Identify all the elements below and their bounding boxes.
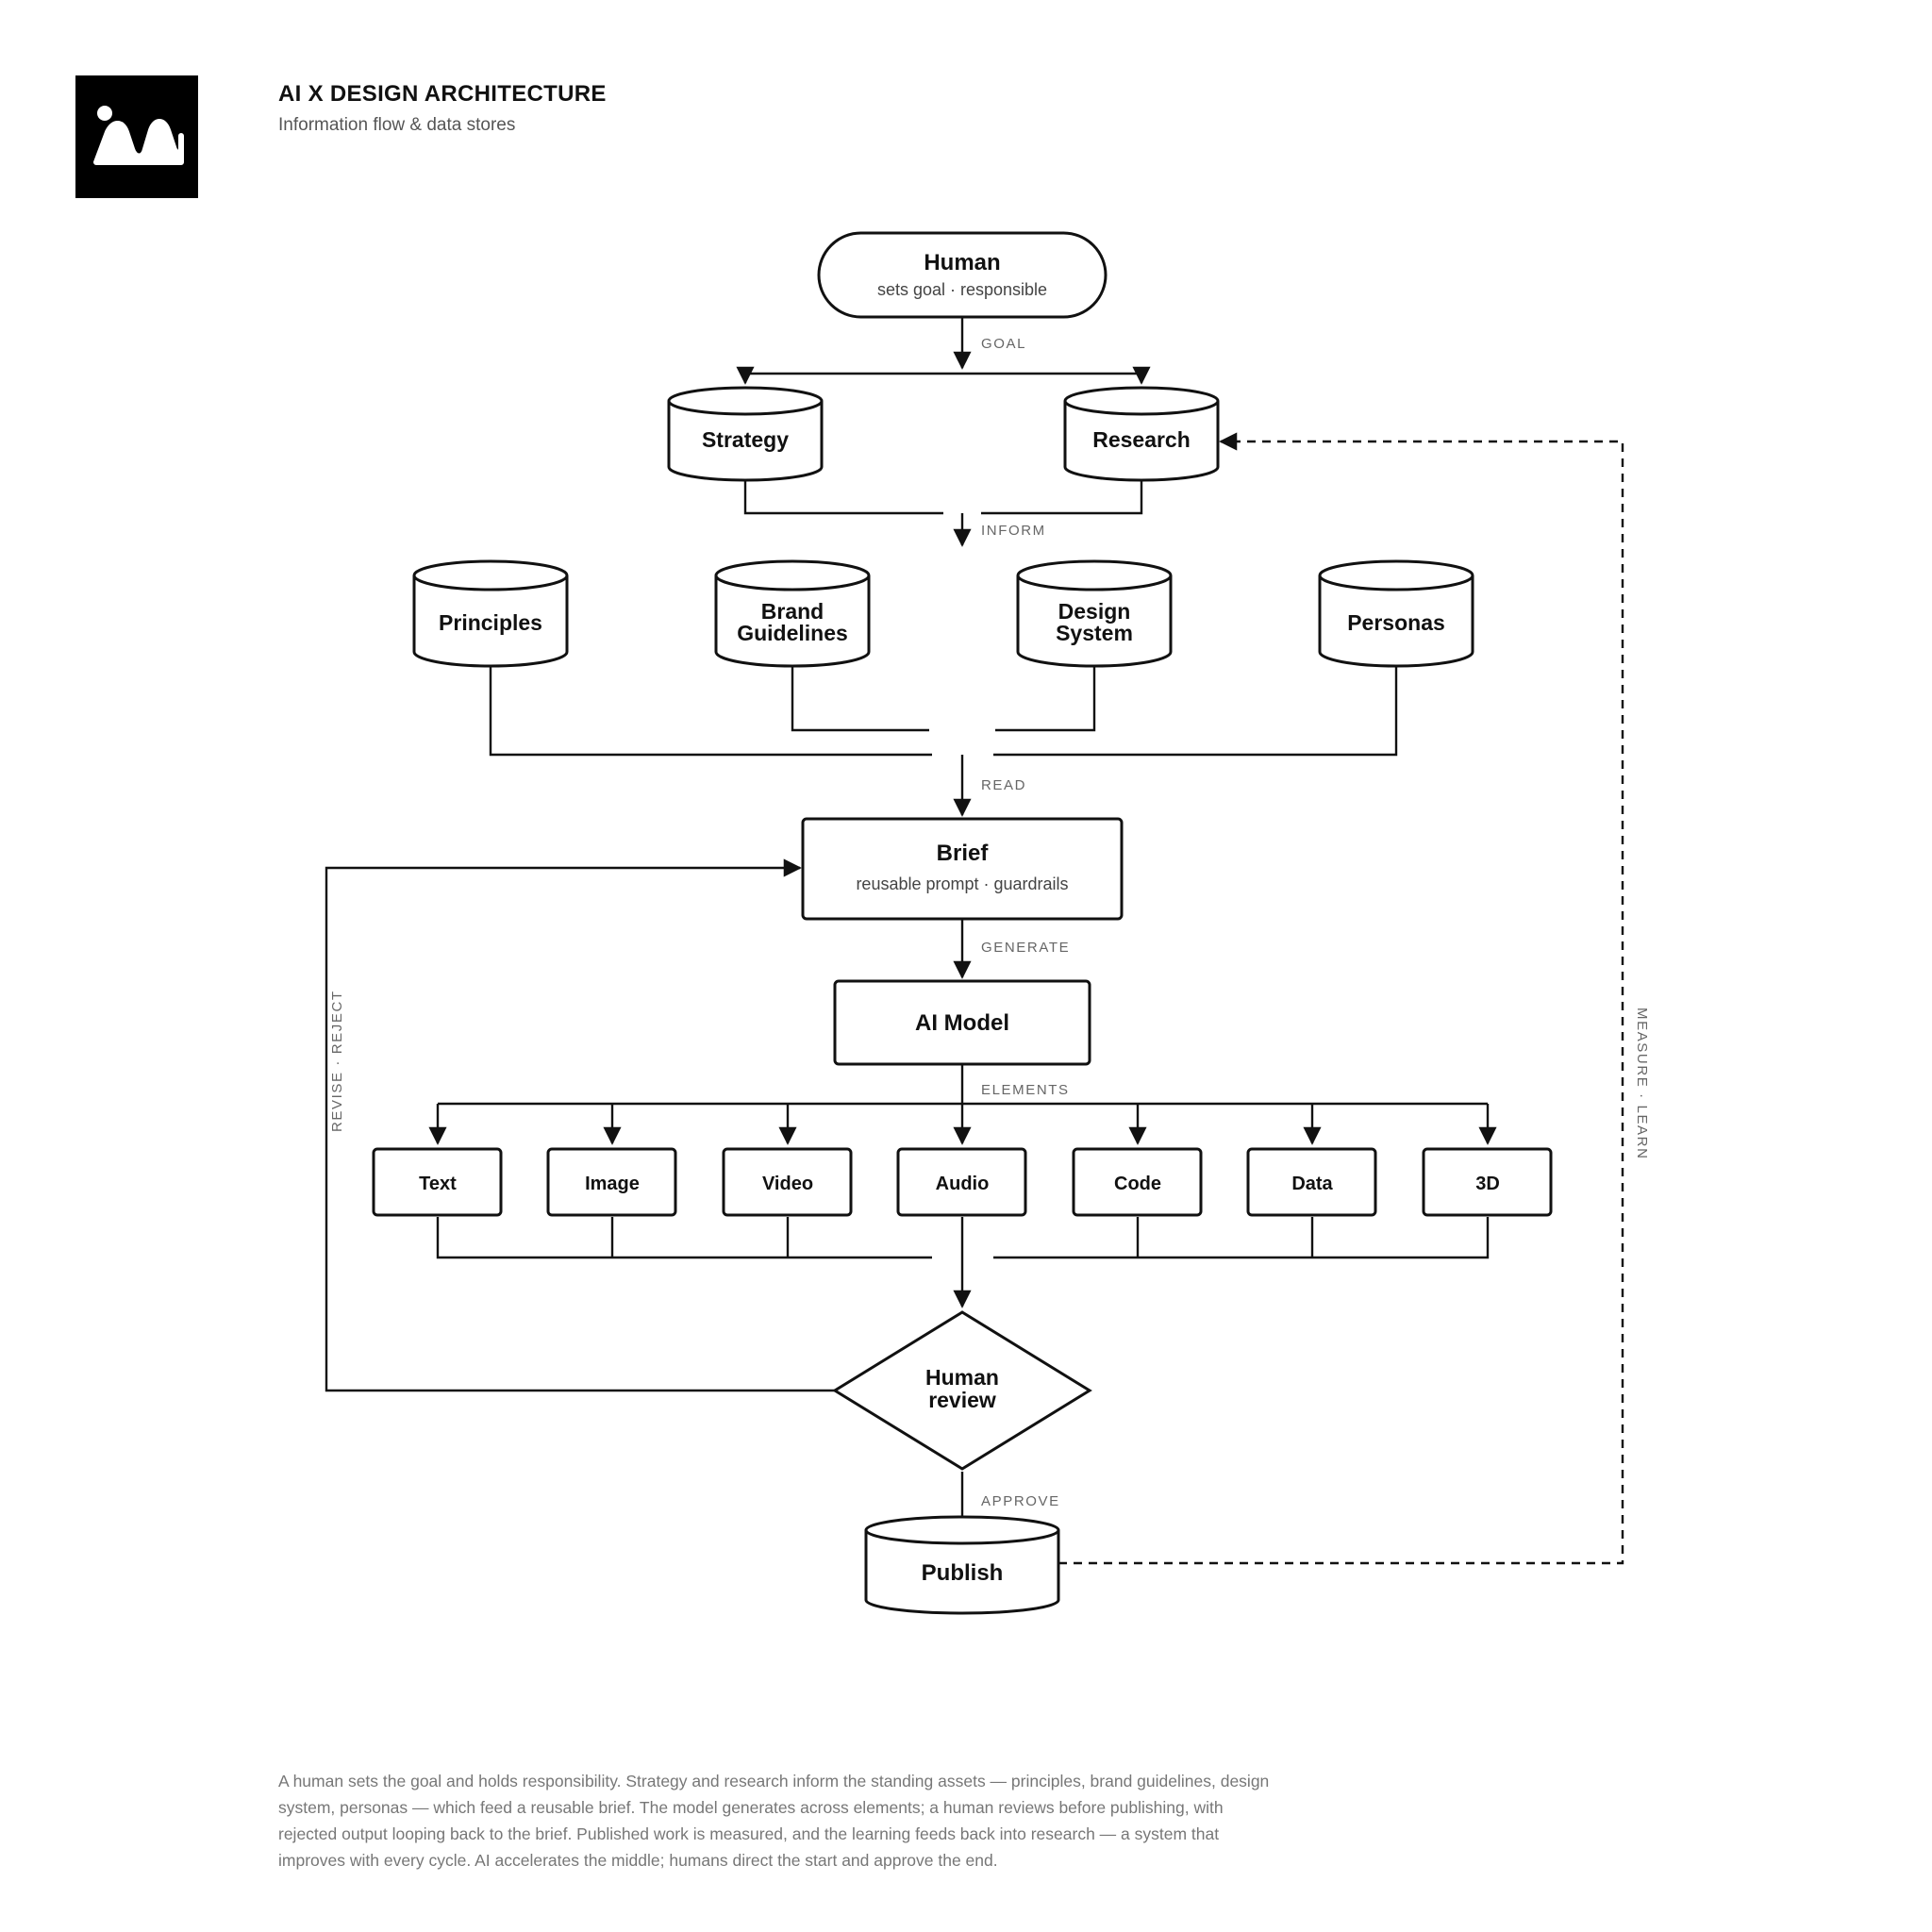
edge-goal: GOAL — [736, 317, 1151, 385]
element-label-text: Text — [419, 1174, 457, 1194]
node-element-image: Image — [546, 1147, 677, 1217]
node-element-3d: 3D — [1422, 1147, 1553, 1217]
element-label-video: Video — [762, 1174, 813, 1194]
node-strategy-title: Strategy — [702, 427, 789, 452]
edge-label-goal: GOAL — [981, 336, 1026, 352]
node-human-subtitle: sets goal · responsible — [877, 280, 1047, 299]
brand-logo — [75, 75, 198, 198]
edge-elements: ELEMENTS — [428, 1064, 1497, 1145]
node-publish: Publish — [864, 1515, 1060, 1615]
edge-label-measure: MEASURE · LEARN — [1634, 1008, 1650, 1160]
node-ai-model-title: AI Model — [915, 1010, 1009, 1036]
edge-generate: GENERATE — [953, 919, 1070, 979]
node-principles: Principles — [412, 559, 569, 668]
node-brand-guidelines: Brand Guidelines — [714, 559, 871, 668]
node-personas-title: Personas — [1347, 610, 1445, 635]
element-label-3d: 3D — [1475, 1174, 1500, 1194]
edge-label-generate: GENERATE — [981, 940, 1070, 956]
diagram-caption: A human sets the goal and holds responsi… — [278, 1772, 1270, 1870]
edge-read: READ — [489, 666, 1398, 817]
page-title: AI X DESIGN ARCHITECTURE — [278, 81, 607, 107]
edge-label-approve: APPROVE — [981, 1493, 1060, 1509]
element-label-code: Code — [1114, 1174, 1161, 1194]
node-brief: Brief reusable prompt · guardrails — [801, 817, 1124, 921]
node-brand-line1: Brand — [761, 599, 824, 624]
edge-label-read: READ — [981, 777, 1026, 793]
edge-label-inform: INFORM — [981, 523, 1046, 539]
element-label-image: Image — [585, 1174, 640, 1194]
node-element-video: Video — [722, 1147, 853, 1217]
node-review-line2: review — [928, 1388, 996, 1412]
node-personas: Personas — [1318, 559, 1474, 668]
page-subtitle: Information flow & data stores — [278, 115, 516, 135]
node-design-system-line1: Design — [1058, 599, 1131, 624]
edge-revise-loop: REVISE · REJECT — [325, 858, 836, 1392]
node-element-code: Code — [1072, 1147, 1203, 1217]
edge-label-revise: REVISE · REJECT — [329, 990, 345, 1132]
edge-approve: APPROVE — [960, 1472, 1060, 1517]
element-label-audio: Audio — [936, 1174, 990, 1194]
node-element-data: Data — [1246, 1147, 1377, 1217]
edge-inform: INFORM — [743, 481, 1143, 547]
node-brand-line2: Guidelines — [737, 621, 848, 645]
node-element-audio: Audio — [896, 1147, 1027, 1217]
edge-to-review — [436, 1217, 1490, 1308]
node-brief-subtitle: reusable prompt · guardrails — [856, 874, 1068, 893]
node-review-line1: Human — [925, 1365, 999, 1390]
node-design-system-line2: System — [1056, 621, 1133, 645]
logo-mark-icon — [93, 106, 184, 165]
edge-measure-loop: MEASURE · LEARN — [1058, 432, 1650, 1565]
node-element-text: Text — [372, 1147, 503, 1217]
node-research: Research — [1063, 386, 1220, 482]
node-research-title: Research — [1092, 427, 1191, 452]
node-principles-title: Principles — [439, 610, 542, 635]
node-ai-model: AI Model — [833, 979, 1091, 1066]
element-label-data: Data — [1291, 1174, 1333, 1194]
node-human-title: Human — [924, 250, 1000, 275]
node-strategy: Strategy — [667, 386, 824, 482]
node-publish-title: Publish — [922, 1560, 1004, 1586]
node-design-system: Design System — [1016, 559, 1173, 668]
edge-label-elements: ELEMENTS — [981, 1082, 1070, 1098]
node-brief-title: Brief — [937, 841, 990, 866]
node-human: Human sets goal · responsible — [817, 231, 1108, 319]
node-human-review: Human review — [832, 1310, 1092, 1471]
